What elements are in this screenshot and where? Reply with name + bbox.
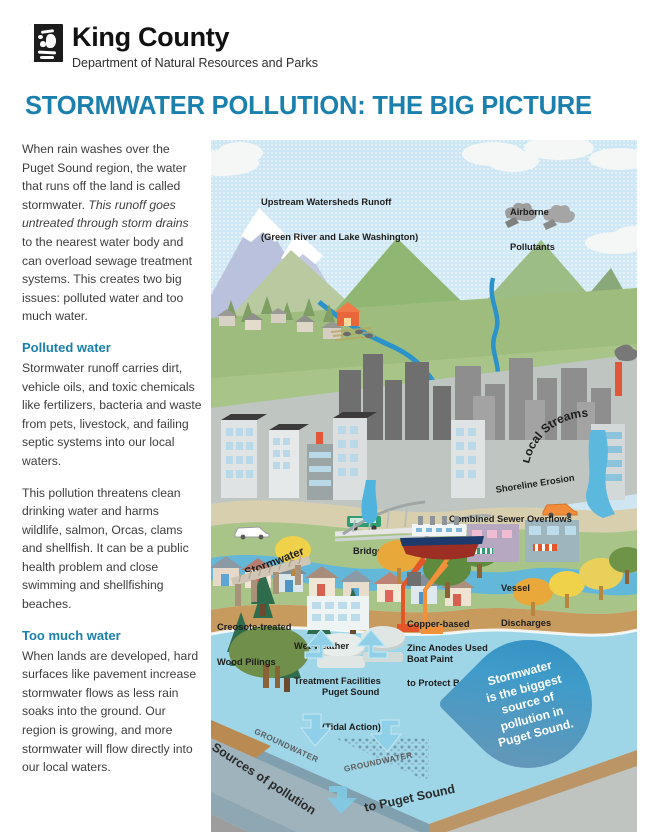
- section-heading-polluted-water: Polluted water: [22, 339, 111, 355]
- creosote-line-2: Wood Pilings: [217, 656, 276, 667]
- orange-car-icon: [542, 503, 578, 518]
- vessel-line-1: Vessel: [501, 583, 530, 593]
- upstream-line-1: Upstream Watersheds Runoff: [261, 197, 392, 207]
- stormwater-outfall: [361, 480, 378, 524]
- too-much-water-paragraph-1: When lands are developed, hard surfaces …: [22, 648, 199, 775]
- intro-paragraph: When rain washes over the Puget Sound re…: [22, 140, 202, 326]
- label-vessel-discharges: Vessel Discharges: [501, 560, 551, 652]
- king-county-logo: King County Department of Natural Resour…: [29, 22, 318, 71]
- groundwater-texture-right: [427, 820, 637, 832]
- label-local-streams: Local Streams: [523, 406, 589, 465]
- label-bridges: Bridges: [353, 546, 388, 556]
- label-airborne-pollutants: Airborne Pollutants: [510, 184, 555, 276]
- puget-sound-line-2: (Tidal Action): [322, 721, 381, 732]
- port-cranes: [397, 548, 453, 634]
- creosote-wood-pilings-icon: [231, 555, 311, 606]
- cloud-icon: [487, 150, 539, 172]
- wet-weather-line-2: Treatment Facilities: [294, 675, 381, 686]
- airborne-line-2: Pollutants: [510, 241, 555, 252]
- groundwater-infiltration-arrows: [299, 713, 403, 753]
- article-text-column: When rain washes over the Puget Sound re…: [22, 140, 202, 790]
- stormwater-illustration: Bridges: [211, 140, 637, 832]
- organization-name: King County: [72, 22, 230, 52]
- rural-farms-and-forest: [217, 296, 376, 341]
- cloud-icon: [217, 142, 263, 164]
- polluted-water-paragraph-2: This pollution threatens clean drinking …: [22, 485, 189, 612]
- page-title: STORMWATER POLLUTION: THE BIG PICTURE: [25, 92, 592, 120]
- cloud-icon: [589, 148, 637, 170]
- label-puget-sound-tidal: Puget Sound (Tidal Action): [322, 664, 381, 756]
- copper-line-1: Copper-based: [407, 619, 470, 629]
- label-copper-boat-paint: Copper-based Boat Paint: [407, 596, 470, 688]
- creosote-line-1: Creosote-treated: [217, 622, 292, 632]
- downtown-buildings: [221, 412, 625, 500]
- cloud-icon: [524, 140, 594, 160]
- sound-outflow-arrows: [327, 786, 357, 814]
- local-stream-water: [586, 430, 615, 518]
- page-header: King County Department of Natural Resour…: [0, 0, 651, 88]
- cloud-icon: [613, 226, 637, 246]
- label-upstream-watersheds: Upstream Watersheds Runoff (Green River …: [261, 174, 418, 266]
- treatment-facility-building: [307, 596, 369, 630]
- copper-line-2: Boat Paint: [407, 653, 453, 664]
- vessel-line-2: Discharges: [501, 617, 552, 628]
- tidal-action-arrows: [304, 629, 388, 659]
- groundwater-texture-left: [334, 738, 429, 782]
- upstream-line-2: (Green River and Lake Washington): [261, 231, 419, 242]
- label-combined-sewer-overflows: Combined Sewer Overflows: [449, 514, 572, 524]
- section-heading-too-much-water: Too much water: [22, 627, 121, 643]
- intro-emphasis: This runoff goes untreated through storm…: [22, 197, 189, 231]
- airborne-line-1: Airborne: [510, 207, 549, 217]
- intro-part2: to the nearest water body and can overlo…: [22, 234, 193, 324]
- white-car-icon: [234, 526, 270, 540]
- airborne-pollutant-icons: [505, 203, 575, 230]
- polluted-water-paragraph-1: Stormwater runoff carries dirt, vehicle …: [22, 360, 202, 468]
- label-creosote-wood-pilings: Creosote-treated Wood Pilings: [217, 599, 291, 691]
- vessel-ship-icon: [400, 516, 484, 560]
- puget-sound-line-1: Puget Sound: [322, 687, 380, 697]
- department-name: Department of Natural Resources and Park…: [72, 56, 318, 70]
- zinc-line-1: Zinc Anodes Used: [407, 643, 488, 653]
- king-county-mlk-logo-icon: [29, 24, 63, 62]
- intro-part1: When rain washes over the Puget Sound re…: [22, 142, 187, 212]
